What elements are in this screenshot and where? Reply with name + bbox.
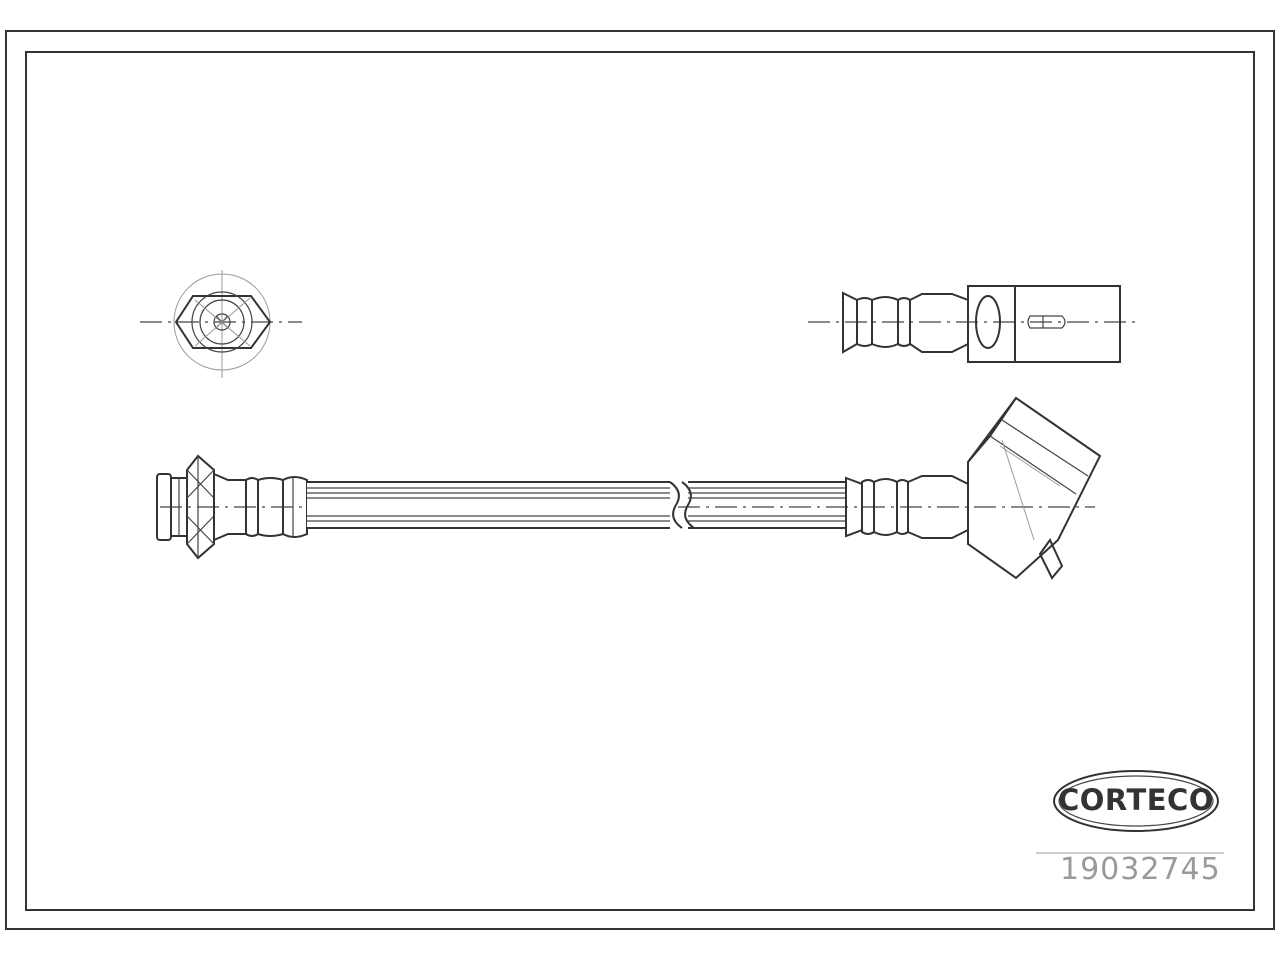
top-view-banjo-fitting	[808, 285, 1140, 363]
corteco-logo	[1053, 770, 1219, 832]
end-view-fitting	[140, 270, 302, 378]
brand-logo-text: CORTECO	[1058, 783, 1214, 817]
part-number: 19032745	[1060, 852, 1221, 887]
side-view-brake-hose	[156, 396, 1102, 580]
outer-frame	[5, 30, 1275, 930]
inner-frame	[25, 51, 1255, 911]
